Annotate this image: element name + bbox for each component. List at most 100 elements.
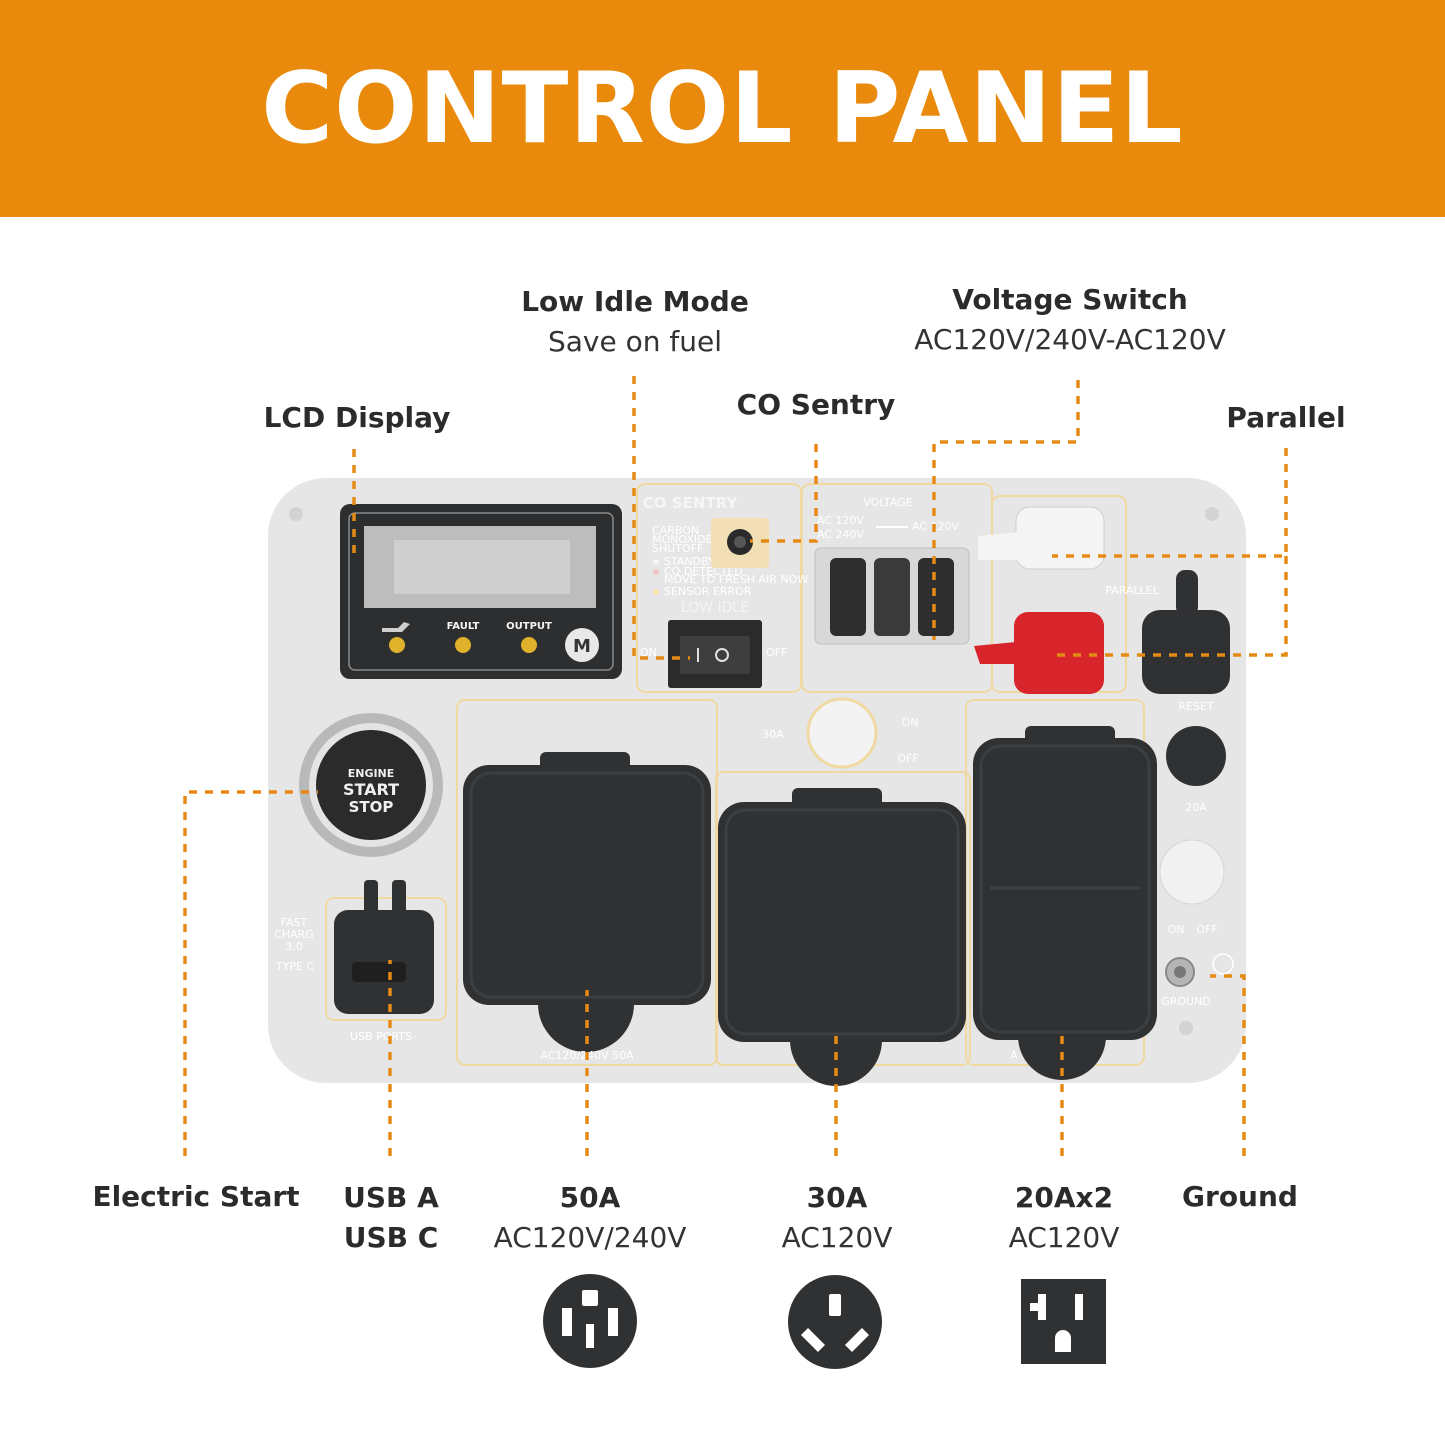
parallel-terminal-red[interactable] bbox=[1014, 612, 1104, 694]
fast-charge-label: 3.0 bbox=[285, 940, 303, 953]
type-c-label: TYPE C bbox=[275, 960, 315, 973]
low-idle-subtitle: Save on fuel bbox=[547, 325, 722, 358]
screw-icon bbox=[1179, 1021, 1193, 1035]
fault-indicator-light bbox=[455, 637, 471, 653]
callout-co-sentry: CO Sentry bbox=[716, 385, 916, 425]
outlet-30a-subtitle: AC120V bbox=[781, 1221, 893, 1254]
outlet-20a-subtitle: AC120V bbox=[1008, 1221, 1120, 1254]
breaker-20a-button[interactable] bbox=[1159, 839, 1225, 905]
oil-indicator-light bbox=[389, 637, 405, 653]
lcd-display-title: LCD Display bbox=[263, 401, 451, 434]
co-error-label: SENSOR ERROR bbox=[664, 585, 752, 598]
parallel-title: Parallel bbox=[1226, 401, 1346, 434]
co-detected-label: CO DETECTED bbox=[664, 565, 743, 578]
leader-parallel-lower bbox=[1050, 556, 1288, 657]
co-desc-line: MONOXIDE bbox=[652, 533, 713, 546]
voltage-switch-subtitle: AC120V/240V-AC120V bbox=[914, 323, 1226, 356]
leader-lines bbox=[183, 376, 1288, 1156]
outlet-50a-title: 50A bbox=[559, 1181, 621, 1214]
leader-ground bbox=[1210, 974, 1246, 1156]
callout-voltage-switch: Voltage Switch AC120V/240V-AC120V bbox=[908, 280, 1232, 360]
mode-button-label: M bbox=[573, 636, 591, 657]
outlet-50a-subtitle: AC120V/240V bbox=[493, 1221, 687, 1254]
low-idle-title: Low Idle Mode bbox=[521, 285, 749, 318]
ground-title: Ground bbox=[1182, 1180, 1298, 1213]
leader-electric-start bbox=[183, 790, 318, 1156]
outlet-20a-panel-label: A bbox=[1010, 1049, 1018, 1062]
co-sentry-title: CO Sentry bbox=[736, 388, 896, 421]
outlet-20a-cover[interactable]: A bbox=[973, 726, 1157, 1080]
breaker-30a-button[interactable] bbox=[806, 697, 878, 769]
output-indicator-light bbox=[521, 637, 537, 653]
fast-charge-label: CHARG bbox=[274, 928, 314, 941]
low-idle-panel-label: LOW IDLE bbox=[681, 600, 749, 616]
oil-can-icon bbox=[382, 622, 410, 632]
ground-panel-label: GROUND bbox=[1161, 995, 1211, 1008]
low-idle-off-label: OFF bbox=[766, 646, 787, 659]
electric-start-title: Electric Start bbox=[92, 1180, 300, 1213]
screw-icon bbox=[1205, 507, 1219, 521]
voltage-right-label: AC 120V bbox=[912, 520, 960, 533]
engine-label: ENGINE bbox=[348, 767, 395, 780]
voltage-left-label: AC 120V bbox=[817, 514, 865, 527]
co-sentry-module: CO SENTRY CARBON MONOXIDE SHUTOFF STANDB… bbox=[640, 494, 808, 688]
parallel-panel-label: PARALLEL bbox=[1105, 584, 1159, 597]
callout-lcd-display: LCD Display bbox=[252, 398, 462, 438]
callout-low-idle: Low Idle Mode Save on fuel bbox=[505, 282, 765, 362]
parallel-terminal-white[interactable] bbox=[1015, 506, 1105, 570]
lcd-fault-label: FAULT bbox=[447, 621, 480, 632]
callout-parallel: Parallel bbox=[1211, 398, 1361, 438]
screw-icon bbox=[289, 507, 303, 521]
co-desc-line: CARBON bbox=[652, 524, 699, 537]
nema-14-50-outlet-icon bbox=[543, 1274, 637, 1368]
start-stop-button[interactable]: ENGINE START STOP bbox=[299, 713, 443, 857]
usb-port-cover[interactable]: FAST CHARG 3.0 TYPE C USB PORTS bbox=[274, 880, 434, 1043]
ground-symbol-icon bbox=[1212, 953, 1234, 975]
callout-usb: USB A USB C bbox=[328, 1178, 454, 1258]
voltage-switch-title: Voltage Switch bbox=[952, 283, 1188, 316]
page-title: CONTROL PANEL bbox=[261, 51, 1184, 166]
voltage-selector: VOLTAGE AC 120V AC 240V AC 120V bbox=[814, 496, 970, 645]
voltage-switch-lever[interactable] bbox=[830, 558, 866, 636]
co-standby-label: STANDBY bbox=[664, 555, 715, 568]
breakers: RESET 20A ON OFF 30A ON OFF GROUND bbox=[762, 697, 1234, 1008]
breaker-on-label: ON bbox=[1168, 923, 1185, 936]
outlet-20a-title: 20Ax2 bbox=[1014, 1181, 1114, 1214]
nema-5-20-outlet-icon bbox=[1021, 1279, 1106, 1364]
breaker-20a-label: 20A bbox=[1185, 801, 1207, 814]
parallel-terminal-black[interactable] bbox=[1142, 610, 1230, 694]
callout-outlet-30a: 30A AC120V bbox=[745, 1178, 929, 1258]
low-idle-on-label: ON bbox=[640, 646, 657, 659]
header-banner bbox=[0, 0, 1445, 217]
leader-voltage-switch bbox=[932, 380, 1080, 640]
breaker-30a-label: 30A bbox=[762, 728, 784, 741]
tt-30-outlet-icon bbox=[788, 1275, 882, 1369]
voltage-left-label: AC 240V bbox=[817, 528, 865, 541]
usb-ports-panel-label: USB PORTS bbox=[350, 1030, 412, 1043]
outlet-50a-cover[interactable]: AC120/240V 50A bbox=[463, 752, 711, 1062]
breaker-on-label: ON bbox=[902, 716, 919, 729]
outlet-30a-title: 30A bbox=[806, 1181, 868, 1214]
co-sentry-brand: CO SENTRY bbox=[643, 494, 739, 512]
stop-label: STOP bbox=[349, 798, 394, 816]
reset-button[interactable] bbox=[1166, 726, 1226, 786]
callout-electric-start: Electric Start bbox=[90, 1177, 302, 1217]
start-label: START bbox=[343, 780, 399, 799]
breaker-off-label: OFF bbox=[897, 752, 918, 765]
outlet-30a-cover[interactable] bbox=[718, 788, 966, 1086]
lcd-output-label: OUTPUT bbox=[506, 621, 552, 632]
usb-c-title: USB C bbox=[343, 1221, 439, 1254]
reset-label: RESET bbox=[1178, 700, 1214, 713]
parallel-terminals: PARALLEL bbox=[974, 506, 1230, 694]
fast-charge-label: FAST bbox=[281, 916, 308, 929]
leader-parallel-upper bbox=[1052, 448, 1288, 558]
callout-outlet-50a: 50A AC120V/240V bbox=[475, 1178, 705, 1258]
voltage-panel-label: VOLTAGE bbox=[863, 496, 912, 509]
usb-a-title: USB A bbox=[343, 1181, 439, 1214]
callout-ground: Ground bbox=[1170, 1177, 1310, 1217]
lcd-display: FAULT OUTPUT M bbox=[340, 504, 622, 679]
mode-button[interactable] bbox=[565, 628, 599, 662]
co-move-label: MOVE TO FRESH AIR NOW bbox=[664, 573, 808, 586]
breaker-off-label: OFF bbox=[1196, 923, 1217, 936]
